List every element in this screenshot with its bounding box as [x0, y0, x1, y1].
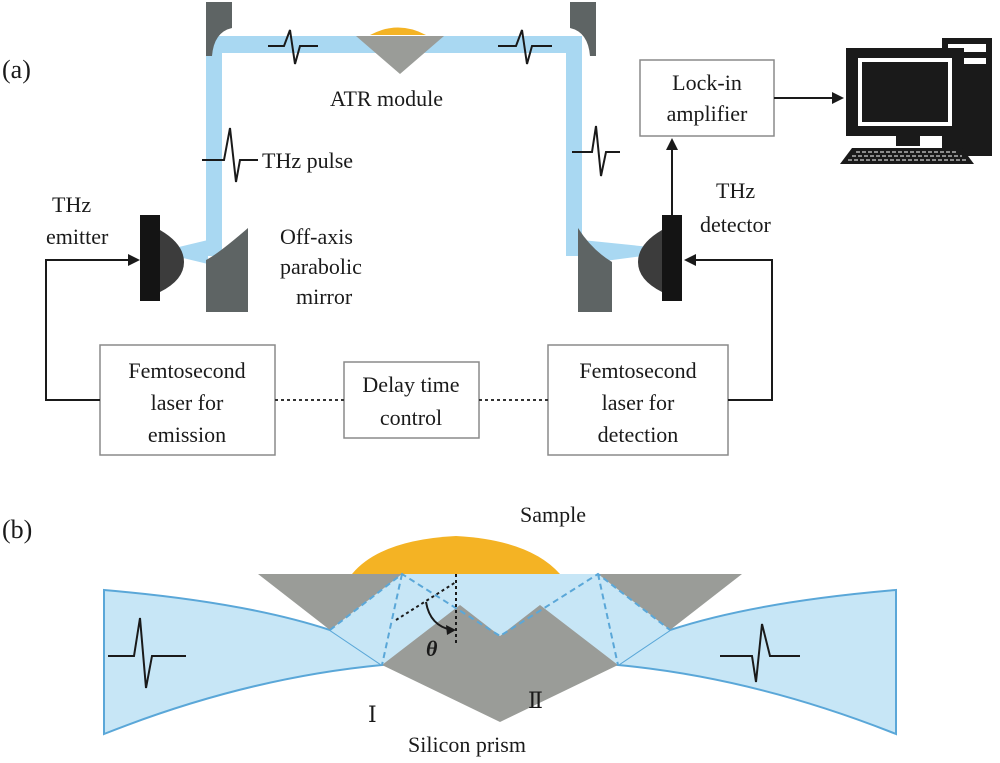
laser-emission-label-2: laser for — [151, 390, 224, 415]
laser-detection-label-1: Femtosecond — [579, 358, 696, 383]
panel-a: (a) — [2, 2, 992, 456]
theta-label: θ — [426, 636, 438, 661]
thz-pulse-icon — [720, 623, 800, 683]
laser-detection-label-2: laser for — [602, 390, 675, 415]
thz-pulse-icon — [498, 29, 552, 65]
emitter-label-1: THz — [52, 192, 91, 217]
laser-emission-label-3: emission — [148, 422, 226, 447]
computer-icon — [840, 38, 992, 164]
sample-label: Sample — [520, 502, 586, 527]
thz-emitter — [140, 215, 184, 301]
mirror-label-2: parabolic — [280, 254, 362, 279]
thz-detector — [638, 215, 682, 301]
thz-beam-detail — [103, 588, 385, 736]
emitter-label-2: emitter — [46, 224, 109, 249]
laser-detection-box — [547, 344, 729, 456]
silicon-prism — [258, 574, 742, 630]
side-two-label: Ⅱ — [528, 688, 543, 713]
delay-label-2: control — [380, 405, 442, 430]
thz-pulse-icon — [202, 127, 258, 183]
lockin-amplifier-box — [639, 59, 775, 137]
mirror-top-left — [206, 2, 232, 56]
mirror-bottom-left — [206, 228, 248, 312]
laser-detection-label-3: detection — [598, 422, 679, 447]
mirror-top-right — [570, 2, 596, 56]
delay-label-1: Delay time — [362, 372, 459, 397]
thz-pulse-icon — [572, 125, 620, 177]
incidence-angle-marker — [395, 574, 457, 646]
sample-drop — [352, 536, 560, 574]
ray-path — [329, 572, 671, 666]
detector-label-1: THz — [716, 178, 755, 203]
thz-pulse-icon — [108, 617, 186, 689]
mirror-bottom-right — [578, 228, 612, 312]
atr-module-small — [356, 27, 444, 74]
panel-b-label: (b) — [2, 515, 32, 544]
panel-a-label: (a) — [2, 55, 31, 84]
silicon-prism-label: Silicon prism — [408, 732, 526, 757]
detector-label-2: detector — [700, 212, 772, 237]
thz-pulse-icon — [268, 29, 318, 65]
mirror-label-1: Off-axis — [280, 224, 353, 249]
atr-module-label: ATR module — [330, 86, 443, 111]
lockin-label-2: amplifier — [667, 101, 748, 126]
lockin-label-1: Lock-in — [672, 70, 742, 95]
side-one-label: Ⅰ — [368, 702, 377, 727]
signal-wires — [45, 92, 844, 401]
laser-emission-label-1: Femtosecond — [128, 358, 245, 383]
thz-pulse-label: THz pulse — [262, 148, 353, 173]
mirror-label-3: mirror — [296, 284, 353, 309]
panel-b: (b) θ Sample Ⅰ Ⅱ Silicon — [2, 502, 897, 757]
